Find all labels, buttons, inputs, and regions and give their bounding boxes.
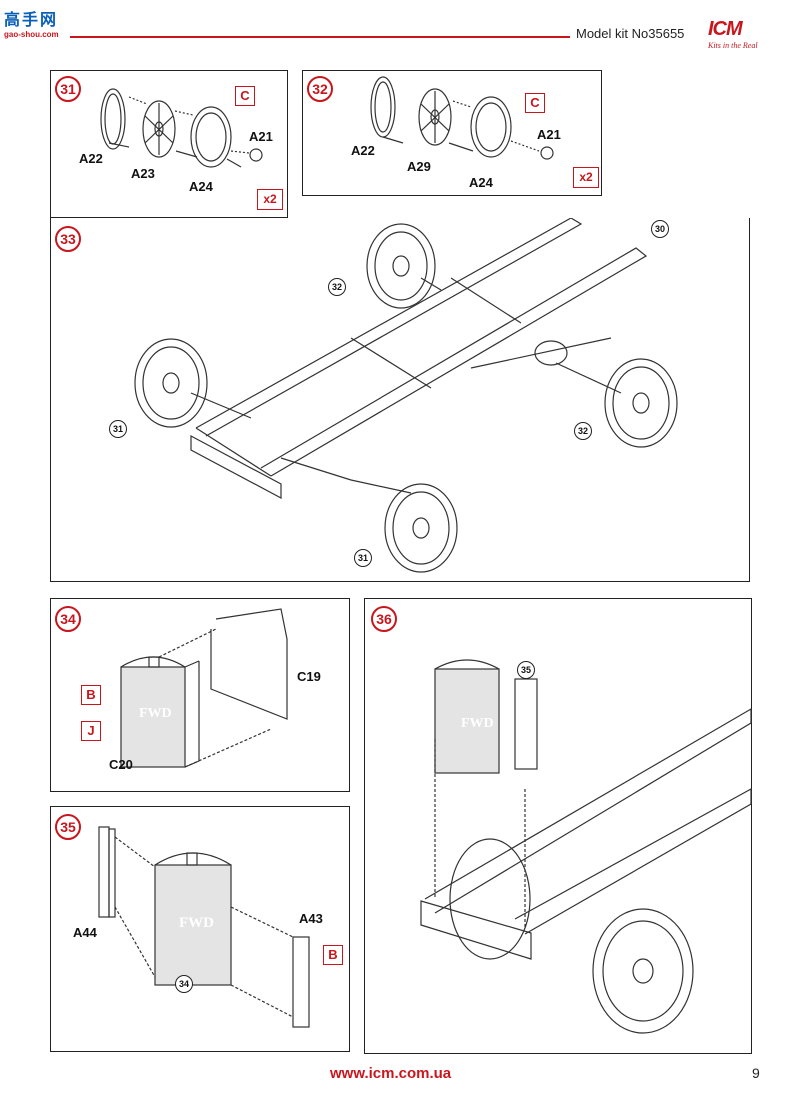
brand-tagline: Kits in the Real	[708, 41, 758, 50]
paint-code-box: C	[235, 86, 255, 106]
part-label: A22	[79, 151, 103, 166]
reference-circle: 32	[574, 422, 592, 440]
part-label: A22	[351, 143, 375, 158]
step-35-panel: FWD 35 A44 A43 B 34	[50, 806, 350, 1052]
multiplier-box: x2	[257, 189, 283, 210]
brand-name: ICM	[708, 18, 743, 40]
part-label: A24	[189, 179, 213, 194]
step-34-panel: FWD 34 B J C19 C20	[50, 598, 350, 792]
svg-text:FWD: FWD	[461, 716, 494, 731]
reference-circle: 31	[354, 549, 372, 567]
part-label: A23	[131, 166, 155, 181]
step-number: 34	[55, 606, 81, 632]
part-label: C19	[297, 669, 321, 684]
part-label: A21	[537, 127, 561, 142]
logo-text: 高手网	[4, 12, 59, 29]
multiplier-box: x2	[573, 167, 599, 188]
paint-code-box: C	[525, 93, 545, 113]
part-label: C20	[109, 757, 133, 772]
step-31-panel: 31 C A22 A23 A24 A21 x2	[50, 70, 288, 218]
part-label: A43	[299, 911, 323, 926]
svg-text:FWD: FWD	[179, 915, 214, 931]
step-32-panel: 32 C A22 A29 A24 A21 x2	[302, 70, 602, 196]
step-number: 32	[307, 76, 333, 102]
page-number: 9	[752, 1065, 760, 1081]
part-label: A29	[407, 159, 431, 174]
part-label: A21	[249, 129, 273, 144]
site-logo: 高手网 gao-shou.com	[4, 6, 68, 40]
logo-url: gao-shou.com	[4, 30, 59, 39]
header-rule	[70, 36, 570, 38]
reference-circle: 34	[175, 975, 193, 993]
step-number: 33	[55, 226, 81, 252]
reference-circle: 31	[109, 420, 127, 438]
step-number: 31	[55, 76, 81, 102]
step-33-panel: 33 30 32 31 32 31	[50, 218, 750, 582]
paint-code-box: J	[81, 721, 101, 741]
website-link[interactable]: www.icm.com.ua	[330, 1065, 452, 1082]
final-assembly-drawing: FWD	[420, 659, 752, 1034]
model-kit-label: Model kit No35655	[576, 26, 685, 41]
reference-circle: 30	[651, 220, 669, 238]
part-label: A24	[469, 175, 493, 190]
reference-circle: 32	[328, 278, 346, 296]
icm-logo: ICM Kits in the Real	[708, 18, 788, 60]
wheel-assembly-drawing	[370, 76, 554, 160]
part-label: A44	[73, 925, 97, 940]
paint-code-box: B	[81, 685, 101, 705]
paint-code-box: B	[323, 945, 343, 965]
reference-circle: 35	[517, 661, 535, 679]
step-number: 36	[371, 606, 397, 632]
radiator-drawing: FWD	[120, 608, 288, 768]
step-36-panel: FWD 36 35	[364, 598, 752, 1054]
chassis-drawing	[134, 218, 678, 573]
radiator-drawing: FWD	[98, 826, 310, 1028]
step-number: 35	[55, 814, 81, 840]
wheel-assembly-drawing	[100, 88, 263, 168]
svg-text:FWD: FWD	[139, 706, 172, 721]
